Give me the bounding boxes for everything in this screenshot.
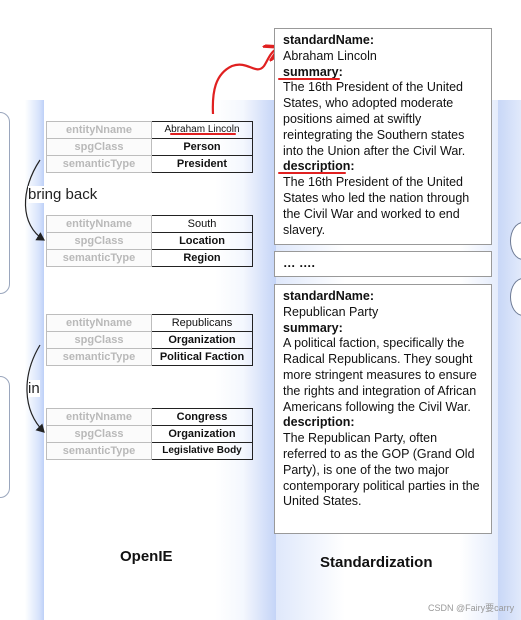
summary-value: A political faction, specifically the Ra… [283, 336, 477, 414]
key-cell: semanticType [46, 249, 152, 267]
value-cell: Organization [151, 331, 253, 349]
key-cell: entityNname [46, 314, 152, 332]
standard-name-value: Abraham Lincoln [283, 48, 377, 63]
relation-label-bring-back: bring back [28, 186, 98, 203]
value-cell: Legislative Body [151, 442, 253, 460]
red-underline [278, 78, 340, 80]
value-cell: President [151, 155, 253, 173]
key-cell: entityNname [46, 408, 152, 426]
red-underline [170, 133, 236, 135]
description-value: The 16th President of the United States … [283, 175, 470, 237]
key-cell: spgClass [46, 425, 152, 443]
value-cell: Political Faction [151, 348, 253, 366]
description-label: description: [283, 159, 355, 174]
key-cell: semanticType [46, 155, 152, 173]
standard-name-label: standardName: [283, 33, 374, 47]
value-cell: Congress [151, 408, 253, 426]
standardization-card-republican-party: standardName: Republican Party summary: … [274, 284, 492, 534]
value-cell: South [151, 215, 253, 233]
summary-label: summary: [283, 64, 343, 79]
key-cell: semanticType [46, 442, 152, 460]
value-cell: Organization [151, 425, 253, 443]
key-cell: entityNname [46, 215, 152, 233]
key-cell: spgClass [46, 232, 152, 250]
key-cell: semanticType [46, 348, 152, 366]
value-cell: Person [151, 138, 253, 156]
red-annotation-arrow [211, 48, 278, 115]
relation-label-in: in [28, 380, 40, 397]
standard-name-value: Republican Party [283, 304, 379, 319]
value-cell: Republicans [151, 314, 253, 332]
summary-value: The 16th President of the United States,… [283, 80, 466, 158]
standard-name-label: standardName: [283, 289, 374, 303]
description-value: The Republican Party, often referred to … [283, 431, 480, 509]
description-label: description: [283, 415, 355, 430]
relation-arrow-bring-back [24, 159, 46, 241]
key-cell: spgClass [46, 138, 152, 156]
openie-title: OpenIE [120, 548, 173, 565]
standardization-title: Standardization [320, 554, 433, 571]
summary-label: summary: [283, 320, 343, 335]
value-cell: Location [151, 232, 253, 250]
value-cell: Region [151, 249, 253, 267]
red-underline [278, 172, 346, 174]
key-cell: entityNname [46, 121, 152, 139]
value-cell: Abraham Lincoln [151, 121, 253, 139]
watermark: CSDN @Fairy要carry [428, 603, 515, 613]
relation-arrow-in [26, 344, 45, 433]
ellipsis-card: … …. [274, 251, 492, 277]
standardization-card-abraham-lincoln: standardName: Abraham Lincoln summary: T… [274, 28, 492, 245]
key-cell: spgClass [46, 331, 152, 349]
